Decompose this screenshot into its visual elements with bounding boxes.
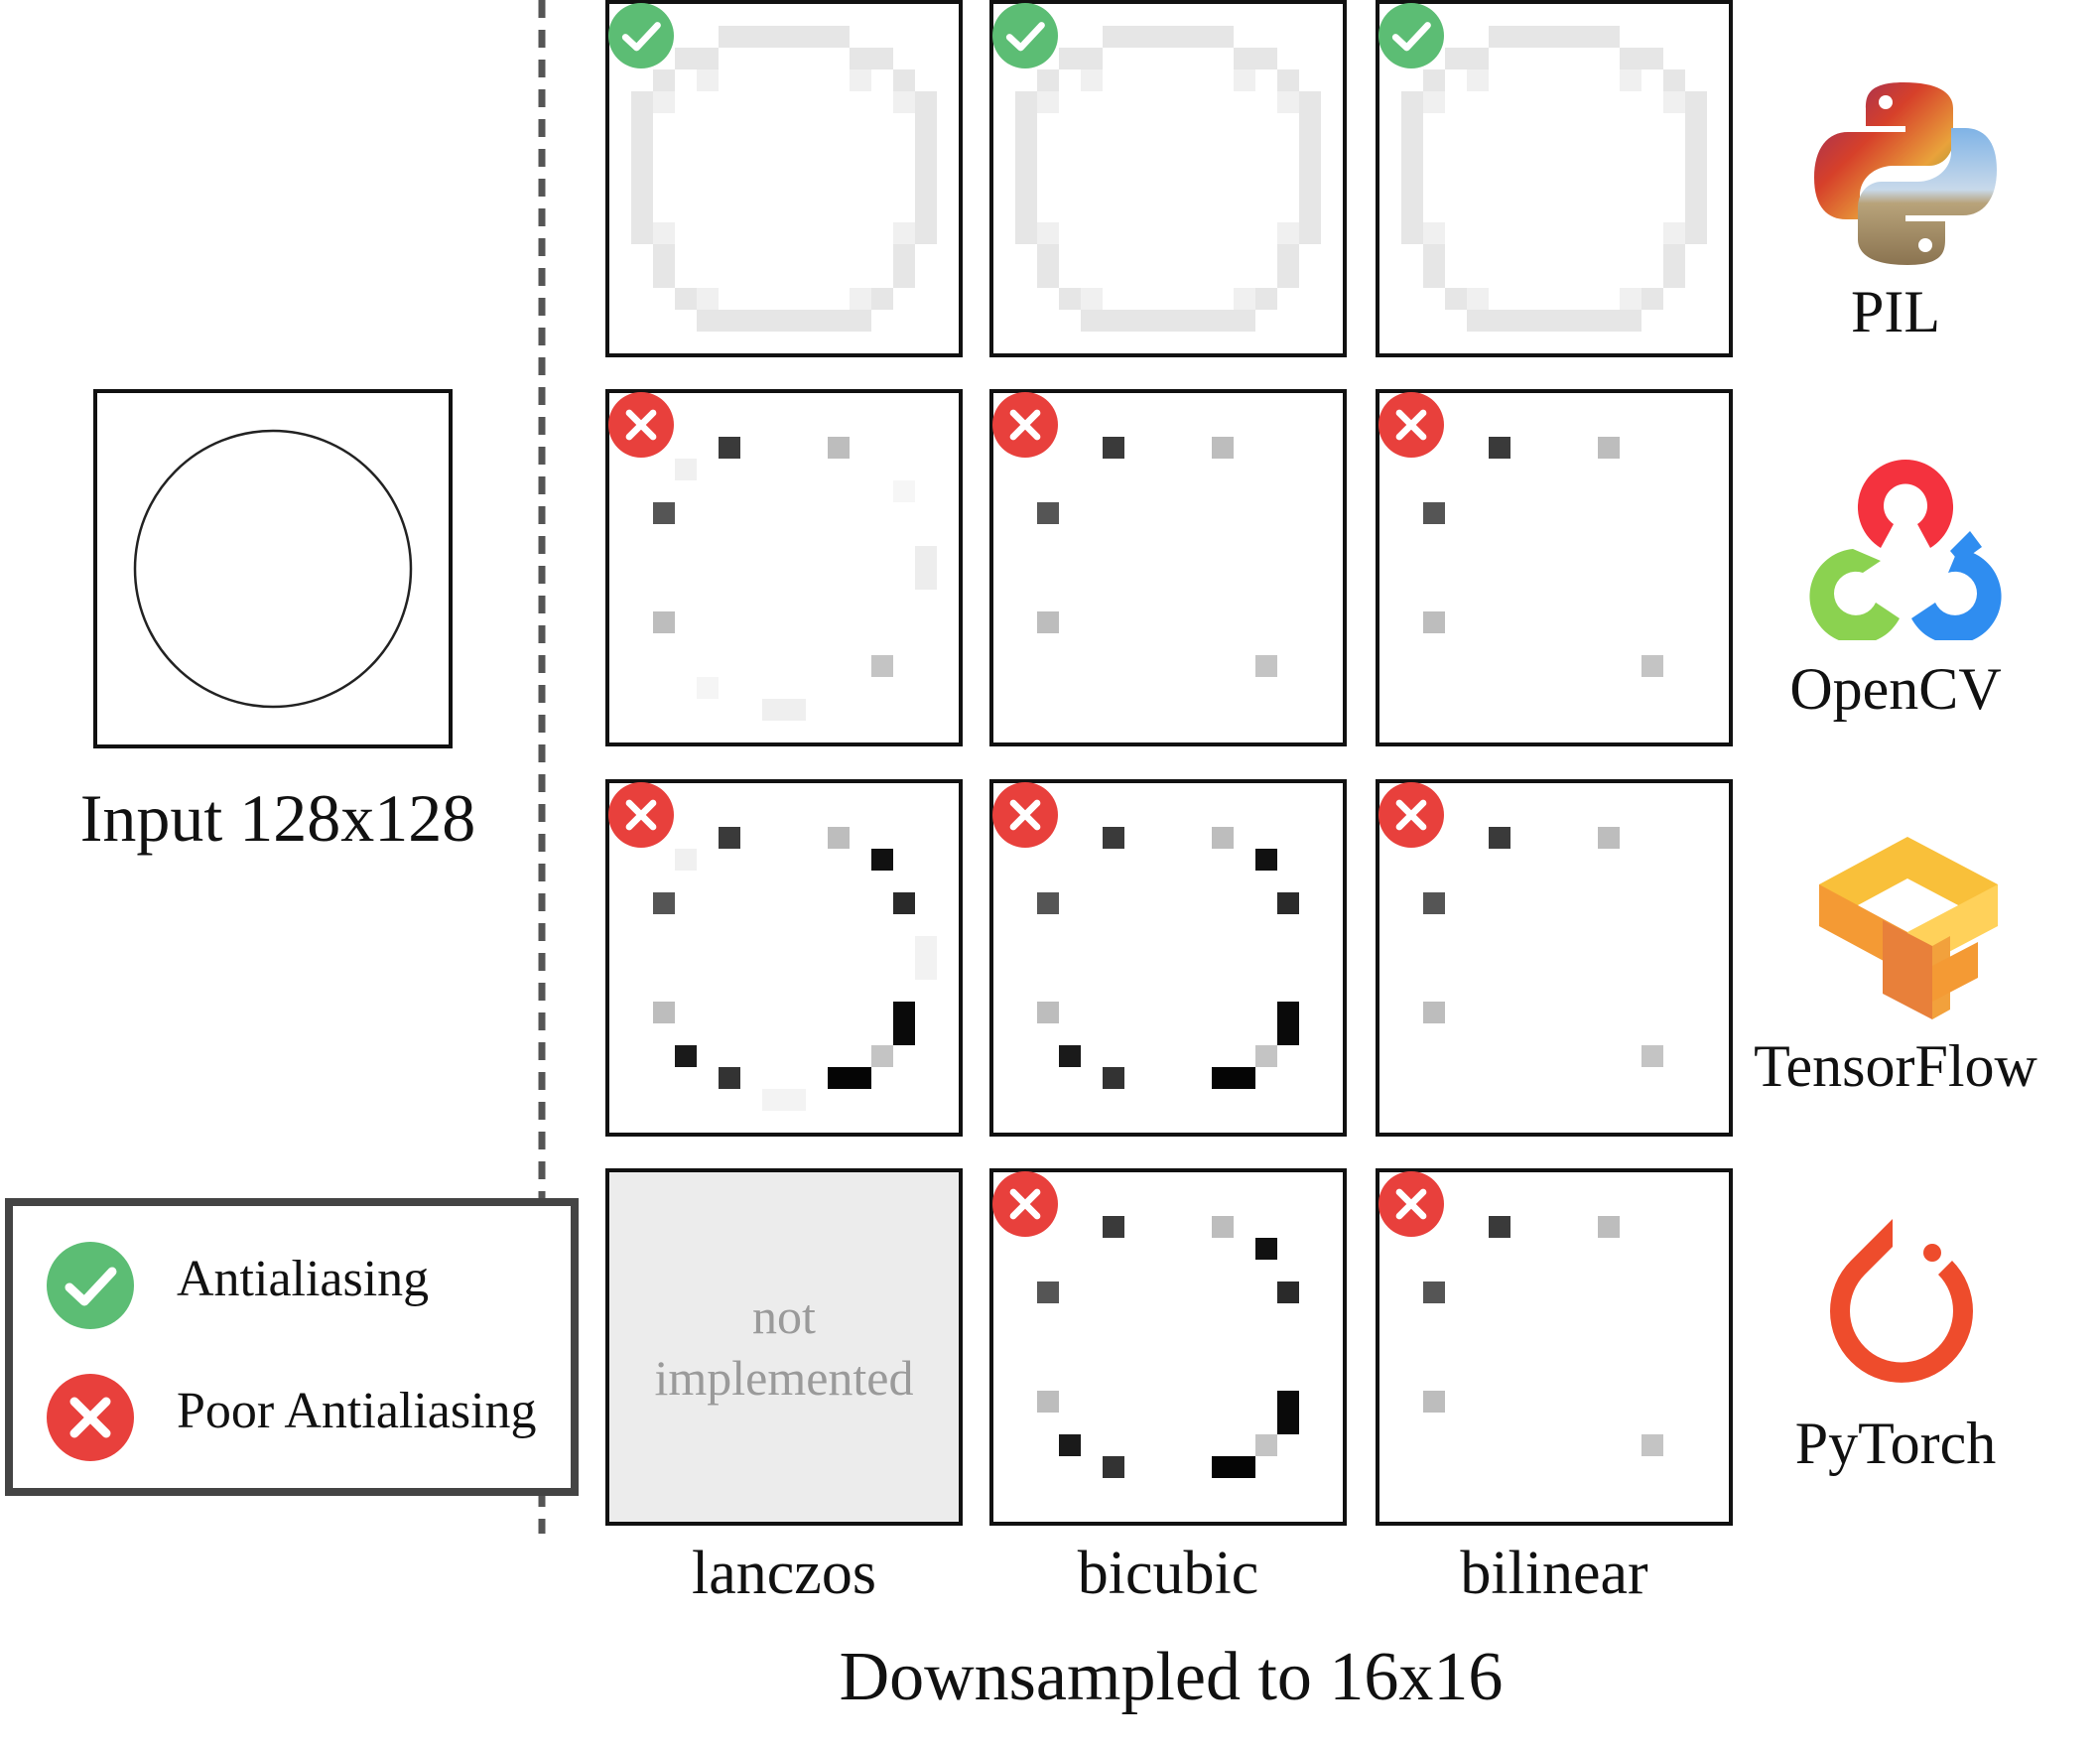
downsampled-image [1037, 437, 1277, 677]
result-cell-pil-bicubic [989, 0, 1347, 357]
cross-icon [608, 392, 674, 458]
input-image [93, 389, 453, 748]
image-frame [605, 389, 963, 746]
result-cell-pytorch-bicubic [989, 1168, 1347, 1526]
image-frame [989, 389, 1347, 746]
input-label: Input 128x128 [79, 780, 476, 856]
cross-icon [47, 1374, 134, 1461]
downsampled-image [1037, 827, 1299, 1089]
input-circle-icon [133, 429, 413, 709]
result-cell-opencv-bilinear [1376, 389, 1733, 746]
check-icon [1378, 3, 1444, 68]
check-icon [47, 1242, 134, 1329]
result-cell-pil-lanczos [605, 0, 963, 357]
result-cell-opencv-lanczos [605, 389, 963, 746]
downsampled-image [1401, 26, 1707, 332]
not-implemented-placeholder: not implemented [605, 1168, 963, 1526]
cross-icon [608, 782, 674, 848]
python-pil-logo-icon [1814, 82, 1997, 265]
result-cell-opencv-bicubic [989, 389, 1347, 746]
image-frame [605, 779, 963, 1137]
legend-bad-label: Poor Antialiasing [177, 1383, 537, 1439]
cross-icon [1378, 1171, 1444, 1237]
library-label-tensorflow: TensorFlow [1754, 1033, 2037, 1099]
image-frame [989, 779, 1347, 1137]
result-cell-tensorflow-lanczos [605, 779, 963, 1137]
downsampled-image [1423, 437, 1663, 677]
downsampled-image [1423, 827, 1663, 1067]
result-cell-pytorch-lanczos: not implemented [605, 1168, 963, 1526]
image-frame [1376, 389, 1733, 746]
cross-icon [992, 392, 1058, 458]
not-implemented-text: implemented [654, 1350, 914, 1406]
opencv-logo-icon [1809, 459, 2002, 640]
cross-icon [1378, 782, 1444, 848]
dashed-divider [538, 0, 546, 1534]
legend: Antialiasing Poor Antialiasing [5, 1198, 579, 1496]
result-cell-tensorflow-bilinear [1376, 779, 1733, 1137]
image-frame [1376, 779, 1733, 1137]
cross-icon [1378, 392, 1444, 458]
result-cell-tensorflow-bicubic [989, 779, 1347, 1137]
downsampled-image [1423, 1216, 1663, 1456]
column-label-bicubic: bicubic [1077, 1540, 1259, 1607]
downsampled-image [653, 437, 937, 721]
library-label-pytorch: PyTorch [1794, 1411, 1997, 1476]
not-implemented-text: not [752, 1288, 816, 1344]
downsampled-image [631, 26, 937, 332]
library-label-opencv: OpenCV [1789, 656, 2002, 722]
column-label-bilinear: bilinear [1460, 1540, 1648, 1607]
downsampled-image [653, 827, 937, 1111]
legend-item-good: Antialiasing [13, 1228, 579, 1337]
check-icon [992, 3, 1058, 68]
axis-label: Downsampled to 16x16 [839, 1639, 1504, 1715]
legend-good-label: Antialiasing [177, 1251, 430, 1307]
library-label-pil: PIL [1851, 279, 1940, 344]
image-frame [1376, 0, 1733, 357]
image-frame [605, 0, 963, 357]
image-frame [989, 1168, 1347, 1526]
downsampled-image [1015, 26, 1321, 332]
image-frame [1376, 1168, 1733, 1526]
column-label-lanczos: lanczos [692, 1540, 876, 1607]
result-cell-pil-bilinear [1376, 0, 1733, 357]
cross-icon [992, 782, 1058, 848]
result-cell-pytorch-bilinear [1376, 1168, 1733, 1526]
cross-icon [992, 1171, 1058, 1237]
pytorch-logo-icon [1830, 1219, 1973, 1383]
tensorflow-logo-icon [1819, 837, 1998, 1019]
downsampled-image [1037, 1216, 1299, 1478]
image-frame [989, 0, 1347, 357]
check-icon [608, 3, 674, 68]
legend-item-bad: Poor Antialiasing [13, 1360, 579, 1469]
